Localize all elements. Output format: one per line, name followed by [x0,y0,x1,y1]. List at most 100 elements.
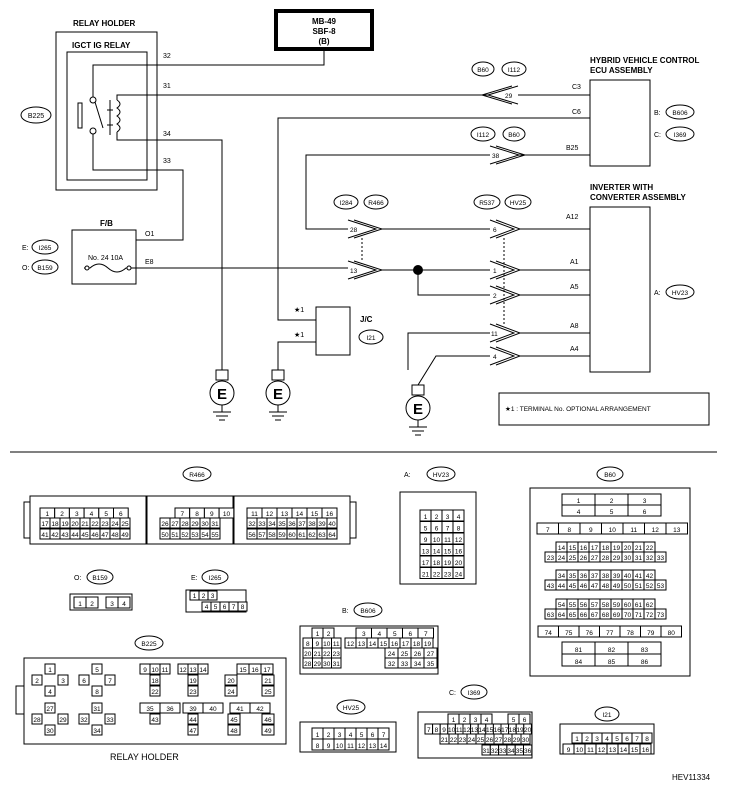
fb-pin-o1: O1 [145,231,154,238]
b60-pin-7-label: 7 [546,527,550,534]
b60-pin-82-label: 82 [608,647,616,654]
b60-pin-1-label: 1 [577,498,581,505]
inverter-pin-a12: A12 [566,214,579,221]
i21-pin-10-label: 10 [576,747,584,754]
i369-pin-23-label: 23 [459,737,467,744]
i21-pin-9-label: 9 [567,747,571,754]
note-box: ★1 : TERMINAL No. OPTIONAL ARRANGEMENT [498,392,710,426]
b606-prefix: B: [342,608,349,615]
b225-pin-20-label: 20 [227,678,235,685]
r466-latch-right [349,501,357,539]
hv25-title-text: HV25 [343,705,360,712]
hv23-pin-21-label: 21 [422,571,430,578]
r466-pin-25 [119,517,131,529]
ground-3-label: E [413,401,423,418]
b606-pin-11-label: 11 [333,641,340,648]
note-text: ★1 : TERMINAL No. OPTIONAL ARRANGEMENT [505,405,651,413]
b60-pin-76-label: 76 [586,630,594,637]
b225-pin-23-label: 23 [189,689,197,696]
b606-pin-16-label: 16 [391,641,399,648]
diagram-code: HEV11334 [672,773,711,782]
b225-pin-8-label: 8 [95,689,99,696]
b60-pin-36-label: 36 [580,573,588,580]
b60-pin-73-label: 73 [657,612,665,619]
hv23-pin-8-label: 8 [457,525,461,532]
b606-pin-23-label: 23 [333,651,341,658]
b60-pin-42-label: 42 [646,573,654,580]
r466-pin-46-label: 46 [91,532,99,539]
c4-pin-6: 6 [493,227,497,234]
b60-pin-59-label: 59 [613,602,621,609]
wire-b25-left [305,154,490,230]
b225-pin-19 [187,674,199,686]
b60-pin-85-label: 85 [608,659,616,666]
b225-pin-31-label: 31 [93,706,101,713]
b60-pin-37-label: 37 [591,573,599,580]
r466-pin-48-label: 48 [111,532,119,539]
b60-pin-71-label: 71 [635,612,643,619]
b60-pin-24-label: 24 [558,555,566,562]
fb-tag-e-code: I265 [39,245,52,252]
b225-pin-31 [91,702,103,714]
b60-pin-50-label: 50 [624,583,632,590]
b225-pin-32-label: 32 [80,717,88,724]
b60-pin-4-label: 4 [577,509,581,516]
hv23-title-text: HV23 [433,472,450,479]
i369-pin-27-label: 27 [495,737,503,744]
b60-pin-69-label: 69 [613,612,621,619]
b60-pin-9-label: 9 [589,527,593,534]
i21-pin-4-label: 4 [605,736,609,743]
b159-pin-4-label: 4 [122,601,126,608]
hv23-prefix: A: [404,472,411,479]
b606-pin-27-label: 27 [427,651,435,658]
i369-pin-1-label: 1 [452,717,456,724]
r466-pin-19-label: 19 [61,521,69,528]
hv-ecu-b-code: B606 [672,110,688,117]
b225-pin-24-label: 24 [227,689,235,696]
i265-pin-4-label: 4 [205,604,209,611]
jc-code: I21 [366,335,375,342]
b606-pin-32-label: 32 [388,661,396,668]
r466-pin-61-label: 61 [298,532,306,539]
relay-holder: RELAY HOLDER IGCT IG RELAY B225 32 31 34… [20,19,171,191]
r466-pin-25-label: 25 [121,521,129,528]
r466-pin-63-label: 63 [318,532,326,539]
b60-pin-80-label: 80 [668,630,676,637]
i369-pin-30-label: 30 [522,737,530,744]
i369-pin-14-label: 14 [478,727,486,734]
i369-pin-26-label: 26 [486,737,494,744]
b60-pin-78-label: 78 [627,630,635,637]
i369-pin-8-label: 8 [435,727,439,734]
i369-pin-21-label: 21 [441,737,449,744]
r466-pin-64-label: 64 [328,532,336,539]
i369-pin-4-label: 4 [485,717,489,724]
c3-left-tag: I284 [340,200,353,207]
i265-pin-8-label: 8 [241,604,245,611]
b159-prefix: O: [74,575,81,582]
b60-pin-10-label: 10 [609,527,617,534]
fuse-block: F/B No. 24 10A O1 E8 E: I265 O: B159 [22,219,154,285]
i265-pin-7-label: 7 [232,604,236,611]
r466-pin-41-label: 41 [41,532,49,539]
inverter-title-1: INVERTER WITH [590,183,653,192]
b606-title-text: B606 [360,608,376,615]
i369-pin-18-label: 18 [509,727,517,734]
r466-pin-20-label: 20 [71,521,79,528]
r466-pin-18-label: 18 [51,521,59,528]
b60-pin-53-label: 53 [657,583,665,590]
r466-pin-1-label: 1 [46,511,50,518]
r466-pin-17-label: 17 [41,521,49,528]
b225-pin-11-label: 11 [162,667,169,674]
r466-pin-38-label: 38 [308,521,316,528]
b60-pin-65-label: 65 [569,612,577,619]
hv23-pin-24-label: 24 [455,571,463,578]
c1-pin: 29 [505,93,513,100]
b225-pin-32 [78,713,90,725]
b606-pin-7-label: 7 [424,631,428,638]
b225-pin-5 [91,663,103,675]
b60-pin-74-label: 74 [545,630,553,637]
b225-pin-28 [31,713,43,725]
b606-pin-8-label: 8 [306,641,310,648]
r466-pin-31-label: 31 [211,521,219,528]
